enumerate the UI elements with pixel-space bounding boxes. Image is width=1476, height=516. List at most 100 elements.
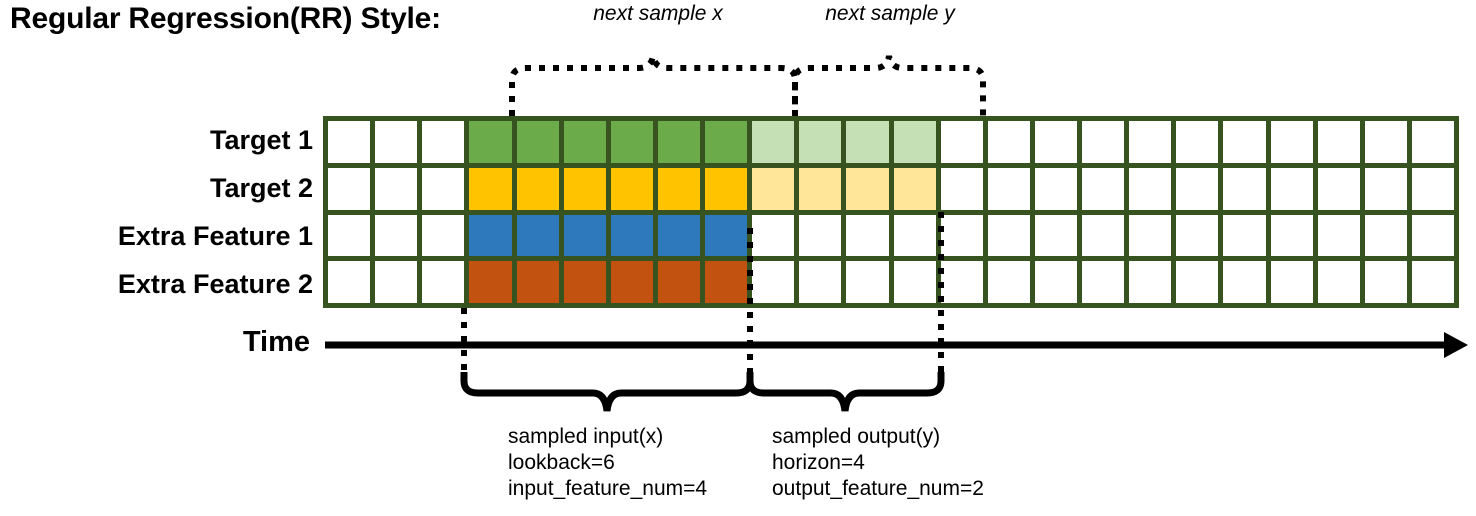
grid-cell-extra-feature-2-col-7 (657, 261, 700, 303)
row-label-extra-feature-2: Extra Feature 2 (117, 269, 313, 299)
grid-cell-extra-feature-1-col-8 (705, 214, 748, 257)
grid-cell-extra-feature-2-col-21 (1317, 261, 1360, 303)
grid-cell-target-2-col-11 (846, 167, 889, 210)
grid-cell-extra-feature-1-col-18 (1176, 214, 1219, 257)
grid-cell-extra-feature-1-col-21 (1317, 214, 1360, 257)
grid-cell-target-2-col-9 (752, 167, 795, 210)
annotation-sampled-output: sampled output(y) horizon=4 output_featu… (772, 424, 984, 502)
bottom-brace-sampled-input (460, 372, 754, 412)
grid-cell-target-1-col-22 (1364, 121, 1407, 163)
annotation-sampled-input-line-3: input_feature_num=4 (508, 477, 708, 500)
grid-cell-target-2-col-1 (375, 167, 418, 210)
grid-cell-target-2-col-13 (940, 167, 983, 210)
grid-cell-target-2-col-15 (1034, 167, 1077, 210)
annotation-sampled-output-line-2: horizon=4 (772, 451, 865, 474)
grid-cell-target-1-col-1 (375, 121, 418, 163)
grid-cell-extra-feature-2-col-13 (940, 261, 983, 303)
grid-cell-target-2-col-10 (799, 167, 842, 210)
grid-cell-target-1-col-14 (987, 121, 1030, 163)
grid-cell-target-2-col-0 (328, 167, 371, 210)
grid-cell-target-1-col-7 (657, 121, 700, 163)
bracket-label-next-sample-x: next sample x (593, 2, 723, 25)
grid-cell-target-2-col-22 (1364, 167, 1407, 210)
grid-cell-extra-feature-2-col-12 (893, 261, 936, 303)
grid-cell-extra-feature-1-col-20 (1270, 214, 1313, 257)
grid-cell-target-2-col-18 (1176, 167, 1219, 210)
grid-cell-target-1-col-19 (1223, 121, 1266, 163)
grid-cell-target-2-col-20 (1270, 167, 1313, 210)
grid-cell-extra-feature-2-col-1 (375, 261, 418, 303)
grid-cell-target-1-col-17 (1129, 121, 1172, 163)
time-axis-label: Time (242, 326, 310, 358)
grid-cell-target-2-col-19 (1223, 167, 1266, 210)
grid-cell-target-2-col-17 (1129, 167, 1172, 210)
grid-cell-target-2-col-12 (893, 167, 936, 210)
grid-cell-target-1-col-18 (1176, 121, 1219, 163)
grid-cell-extra-feature-1-col-13 (940, 214, 983, 257)
grid-cell-extra-feature-2-col-17 (1129, 261, 1172, 303)
grid-cell-extra-feature-2-col-4 (516, 261, 559, 303)
grid-cell-extra-feature-1-col-19 (1223, 214, 1266, 257)
page-title: Regular Regression(RR) Style: (10, 2, 441, 35)
grid-cell-extra-feature-1-col-9 (752, 214, 795, 257)
grid-cell-extra-feature-2-col-11 (846, 261, 889, 303)
grid-cell-extra-feature-1-col-0 (328, 214, 371, 257)
grid-cell-target-2-col-16 (1082, 167, 1125, 210)
row-label-target-2: Target 2 (209, 173, 313, 203)
grid-cell-extra-feature-1-col-22 (1364, 214, 1407, 257)
grid-cell-extra-feature-2-col-16 (1082, 261, 1125, 303)
annotation-sampled-input-line-2: lookback=6 (508, 451, 615, 474)
grid-cell-target-2-col-2 (422, 167, 465, 210)
grid-cell-target-2-col-23 (1411, 167, 1454, 210)
top-bracket-next-sample-y (792, 55, 986, 116)
grid-cell-extra-feature-2-col-0 (328, 261, 371, 303)
grid-cell-extra-feature-2-col-5 (563, 261, 606, 303)
grid-cell-extra-feature-2-col-10 (799, 261, 842, 303)
grid-cell-extra-feature-1-col-23 (1411, 214, 1454, 257)
grid-cell-extra-feature-2-col-18 (1176, 261, 1219, 303)
grid-cell-extra-feature-1-col-14 (987, 214, 1030, 257)
grid-cell-target-2-col-3 (469, 167, 512, 210)
grid-cell-target-1-col-15 (1034, 121, 1077, 163)
grid-cell-target-2-col-5 (563, 167, 606, 210)
grid-cell-extra-feature-1-col-7 (657, 214, 700, 257)
top-bracket-next-sample-x (509, 55, 798, 116)
grid-cell-extra-feature-1-col-4 (516, 214, 559, 257)
grid-cell-target-1-col-4 (516, 121, 559, 163)
grid-cell-extra-feature-2-col-3 (469, 261, 512, 303)
grid-cell-target-1-col-11 (846, 121, 889, 163)
row-label-extra-feature-1: Extra Feature 1 (117, 221, 313, 251)
grid-cell-target-1-col-8 (705, 121, 748, 163)
grid-cell-target-2-col-6 (610, 167, 653, 210)
grid-cell-target-1-col-2 (422, 121, 465, 163)
grid-cell-target-1-col-10 (799, 121, 842, 163)
annotation-sampled-output-line-1: sampled output(y) (772, 425, 941, 448)
grid-cell-extra-feature-1-col-10 (799, 214, 842, 257)
grid-cell-target-1-col-0 (328, 121, 371, 163)
grid-cell-extra-feature-1-col-1 (375, 214, 418, 257)
grid-cell-extra-feature-2-col-9 (752, 261, 795, 303)
grid-cell-extra-feature-1-col-17 (1129, 214, 1172, 257)
grid-cell-extra-feature-2-col-8 (705, 261, 748, 303)
grid-cell-target-1-col-20 (1270, 121, 1313, 163)
grid-cell-extra-feature-2-col-6 (610, 261, 653, 303)
grid-cell-target-1-col-3 (469, 121, 512, 163)
grid-cell-extra-feature-2-col-14 (987, 261, 1030, 303)
row-label-column: Target 1 Target 2 Extra Feature 1 Extra … (18, 116, 313, 308)
grid-cell-target-1-col-5 (563, 121, 606, 163)
grid-cell-extra-feature-1-col-2 (422, 214, 465, 257)
grid-cell-extra-feature-1-col-16 (1082, 214, 1125, 257)
grid-cell-extra-feature-1-col-3 (469, 214, 512, 257)
grid-cell-target-1-col-9 (752, 121, 795, 163)
grid-cell-target-1-col-6 (610, 121, 653, 163)
grid-cell-extra-feature-2-col-19 (1223, 261, 1266, 303)
grid-cell-target-2-col-7 (657, 167, 700, 210)
time-axis-arrow (325, 332, 1468, 358)
bottom-brace-sampled-output (746, 372, 945, 412)
grid-cell-extra-feature-1-col-5 (563, 214, 606, 257)
timeseries-grid (323, 116, 1459, 308)
grid-cell-extra-feature-2-col-15 (1034, 261, 1077, 303)
grid-cell-target-1-col-16 (1082, 121, 1125, 163)
grid-cell-target-2-col-21 (1317, 167, 1360, 210)
